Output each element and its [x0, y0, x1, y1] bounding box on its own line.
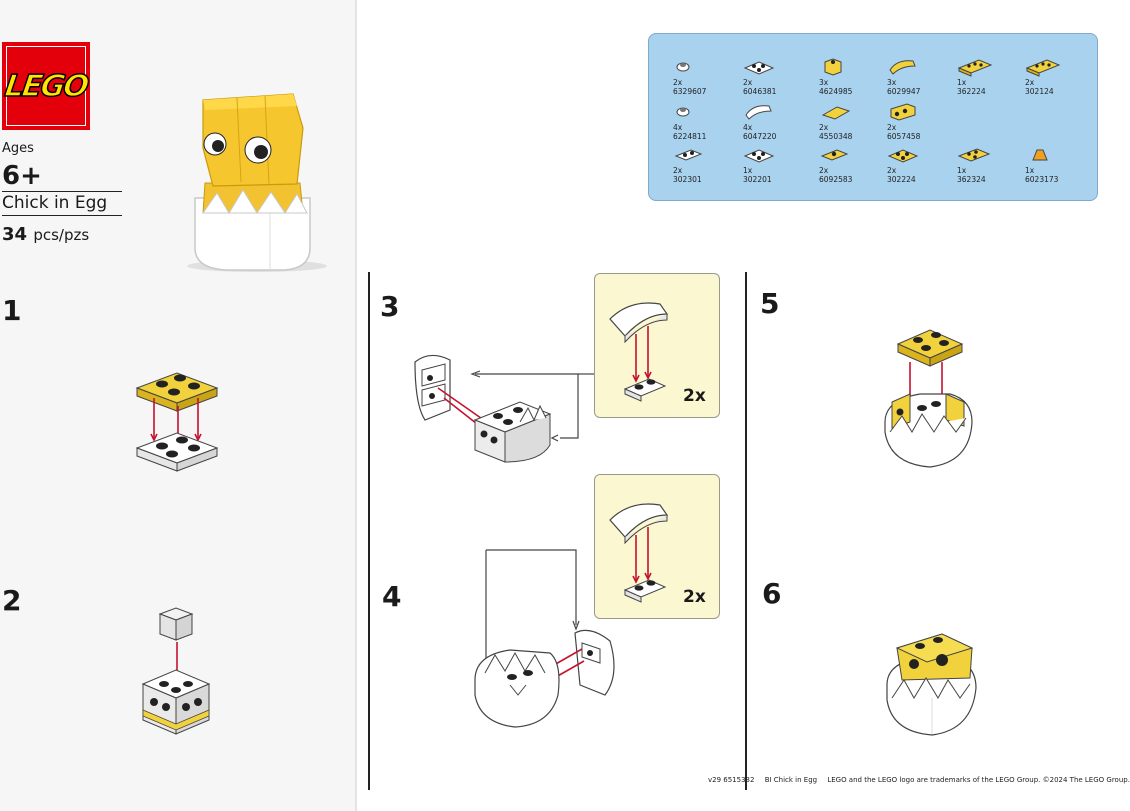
part-quantity: 1x — [743, 166, 753, 175]
step-3-callout-multiplier: 2x — [683, 386, 706, 406]
step-number-2: 2 — [2, 584, 22, 617]
part-element-id: 6057458 — [887, 131, 921, 141]
step-1-illustration — [135, 372, 219, 472]
part-slope-curve-yellow-icon — [889, 60, 916, 75]
footer-legal: LEGO and the LEGO logo are trademarks of… — [827, 776, 1130, 784]
part-quantity: 1x — [957, 78, 967, 87]
step-4-callout: 2x — [594, 474, 720, 619]
part-plate-2x2-white-icon — [743, 149, 775, 163]
step-6-illustration — [886, 633, 977, 736]
step-number-4: 4 — [382, 580, 402, 613]
part-quantity: 2x — [887, 123, 897, 132]
part-element-id: 6329607 — [673, 86, 707, 96]
part-element-id: 4624985 — [819, 86, 853, 96]
footer-code: v29 6515332 — [708, 776, 755, 784]
part-element-id: 6029947 — [887, 86, 921, 96]
piece-count-unit: pcs/pzs — [33, 226, 90, 244]
part-plate-2x4-yellow-icon — [957, 59, 993, 77]
step-divider — [368, 272, 370, 790]
lego-logo-text: LEGO — [2, 68, 90, 105]
part-quantity: 2x — [743, 78, 753, 87]
part-plate-2x2-studs-white-icon — [743, 61, 775, 75]
step-5-illustration — [884, 329, 973, 468]
step-number-3: 3 — [380, 290, 400, 323]
part-quantity: 1x — [1025, 166, 1035, 175]
part-element-id: 302224 — [887, 174, 916, 184]
part-cone-orange-icon — [1032, 149, 1048, 161]
step-2-illustration — [141, 607, 211, 735]
part-plate-2x2-yellow-icon — [887, 149, 919, 163]
part-tile-yellow-icon — [821, 106, 851, 120]
part-quantity: 2x — [673, 78, 683, 87]
part-element-id: 6023173 — [1025, 174, 1059, 184]
part-element-id: 362324 — [957, 174, 986, 184]
part-element-id: 302301 — [673, 174, 702, 184]
part-element-id: 6224811 — [673, 131, 707, 141]
step-3-callout: 2x — [594, 273, 720, 418]
part-plate-1x2-white-icon — [674, 149, 703, 161]
part-quantity: 3x — [819, 78, 829, 87]
part-quantity: 1x — [957, 166, 967, 175]
part-element-id: 362224 — [957, 86, 986, 96]
part-plate-2x3-yellow-icon — [957, 148, 991, 162]
footer: v29 6515332 BI Chick in Egg LEGO and the… — [708, 776, 1130, 784]
piece-count: 34 pcs/pzs — [2, 224, 89, 245]
part-quantity: 2x — [673, 166, 683, 175]
part-element-id: 6092583 — [819, 174, 853, 184]
part-element-id: 302201 — [743, 174, 772, 184]
part-quantity: 3x — [887, 78, 897, 87]
step-4-callout-multiplier: 2x — [683, 587, 706, 607]
part-quantity: 4x — [673, 123, 683, 132]
part-quantity: 4x — [743, 123, 753, 132]
step-4-illustration — [474, 549, 615, 728]
model-image-chick-in-egg — [187, 93, 327, 272]
part-brick-side-studs-yellow-icon — [890, 103, 916, 121]
part-quantity: 2x — [819, 123, 829, 132]
page-fold — [355, 0, 357, 811]
age-value: 6+ — [2, 161, 42, 191]
step-number-5: 5 — [760, 287, 780, 320]
step-number-1: 1 — [2, 294, 22, 327]
part-element-id: 6047220 — [743, 131, 777, 141]
part-element-id: 6046381 — [743, 86, 777, 96]
part-plate-2x4-yellow-icon — [1025, 59, 1061, 77]
ages-label: Ages — [2, 141, 34, 156]
divider — [2, 191, 122, 192]
step-divider — [745, 272, 747, 790]
part-brick-1x1-yellow-icon — [824, 58, 842, 76]
part-round-1x1-white-icon — [676, 62, 690, 72]
part-element-id: 4550348 — [819, 131, 853, 141]
part-quantity: 2x — [819, 166, 829, 175]
part-plate-1x2-jumper-yellow-icon — [820, 149, 849, 161]
divider — [2, 215, 122, 216]
part-quantity: 2x — [887, 166, 897, 175]
lego-logo: LEGO — [2, 42, 90, 130]
part-element-id: 302124 — [1025, 86, 1054, 96]
piece-count-value: 34 — [2, 224, 28, 245]
set-name: Chick in Egg — [2, 193, 108, 213]
step-3-illustration — [414, 354, 594, 463]
part-quantity: 2x — [1025, 78, 1035, 87]
part-slope-curve-white-icon — [745, 105, 772, 120]
part-round-1x1-white-icon — [676, 107, 690, 117]
step-number-6: 6 — [762, 577, 782, 610]
footer-title: BI Chick in Egg — [764, 776, 818, 784]
